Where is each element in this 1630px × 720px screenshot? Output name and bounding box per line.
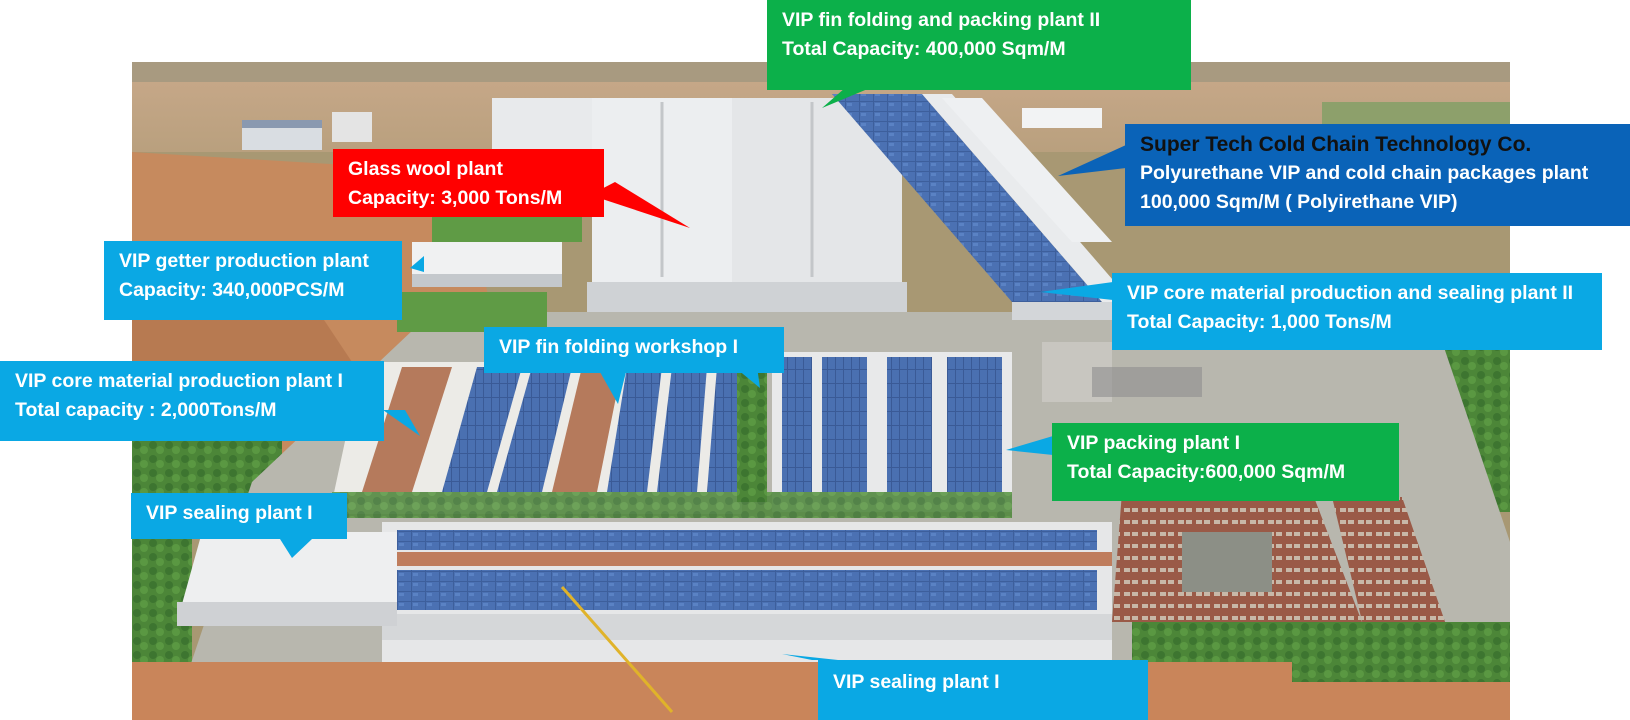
- callout-line: VIP packing plant I: [1067, 432, 1241, 454]
- callout-super-tech-cold-chain: Super Tech Cold Chain Technology Co. Pol…: [1125, 124, 1630, 226]
- callout-glass-wool-plant: Glass wool plant Capacity: 3,000 Tons/M: [333, 149, 604, 217]
- callout-line: Glass wool plant: [348, 158, 503, 180]
- callout-line: VIP core material production and sealing…: [1127, 282, 1574, 304]
- callout-line: VIP core material production plant I: [15, 370, 343, 392]
- callout-line: Total Capacity: 400,000 Sqm/M: [782, 38, 1066, 60]
- callout-line: VIP getter production plant: [119, 250, 369, 272]
- callout-vip-fin-folding-workshop-i: VIP fin folding workshop I: [484, 327, 784, 373]
- callout-line: 100,000 Sqm/M ( Polyirethane VIP): [1140, 191, 1458, 213]
- callout-vip-packing-plant-i: VIP packing plant I Total Capacity:600,0…: [1052, 423, 1399, 501]
- callout-line: Capacity: 340,000PCS/M: [119, 279, 345, 301]
- callout-line: Capacity: 3,000 Tons/M: [348, 187, 563, 209]
- callout-line: Total Capacity: 1,000 Tons/M: [1127, 311, 1392, 333]
- callout-fin-folding-packing-plant-ii: VIP fin folding and packing plant II Tot…: [767, 0, 1191, 90]
- callout-line: VIP sealing plant I: [833, 671, 1000, 693]
- callout-vip-core-material-production-plant-i: VIP core material production plant I Tot…: [0, 361, 384, 441]
- callout-line: Total Capacity:600,000 Sqm/M: [1067, 461, 1346, 483]
- callout-line: VIP sealing plant I: [146, 502, 313, 524]
- callout-title: Super Tech Cold Chain Technology Co.: [1140, 133, 1532, 156]
- callout-line: Total capacity : 2,000Tons/M: [15, 399, 277, 421]
- callout-line: VIP fin folding workshop I: [499, 336, 739, 358]
- callout-line: VIP fin folding and packing plant II: [782, 9, 1101, 31]
- callout-vip-core-material-sealing-plant-ii: VIP core material production and sealing…: [1112, 273, 1602, 350]
- callout-line: Polyurethane VIP and cold chain packages…: [1140, 162, 1589, 184]
- callout-vip-getter-production-plant: VIP getter production plant Capacity: 34…: [104, 241, 402, 320]
- callout-vip-sealing-plant-i-left: VIP sealing plant I: [131, 493, 347, 539]
- callout-vip-sealing-plant-i-bottom: VIP sealing plant I: [818, 660, 1148, 720]
